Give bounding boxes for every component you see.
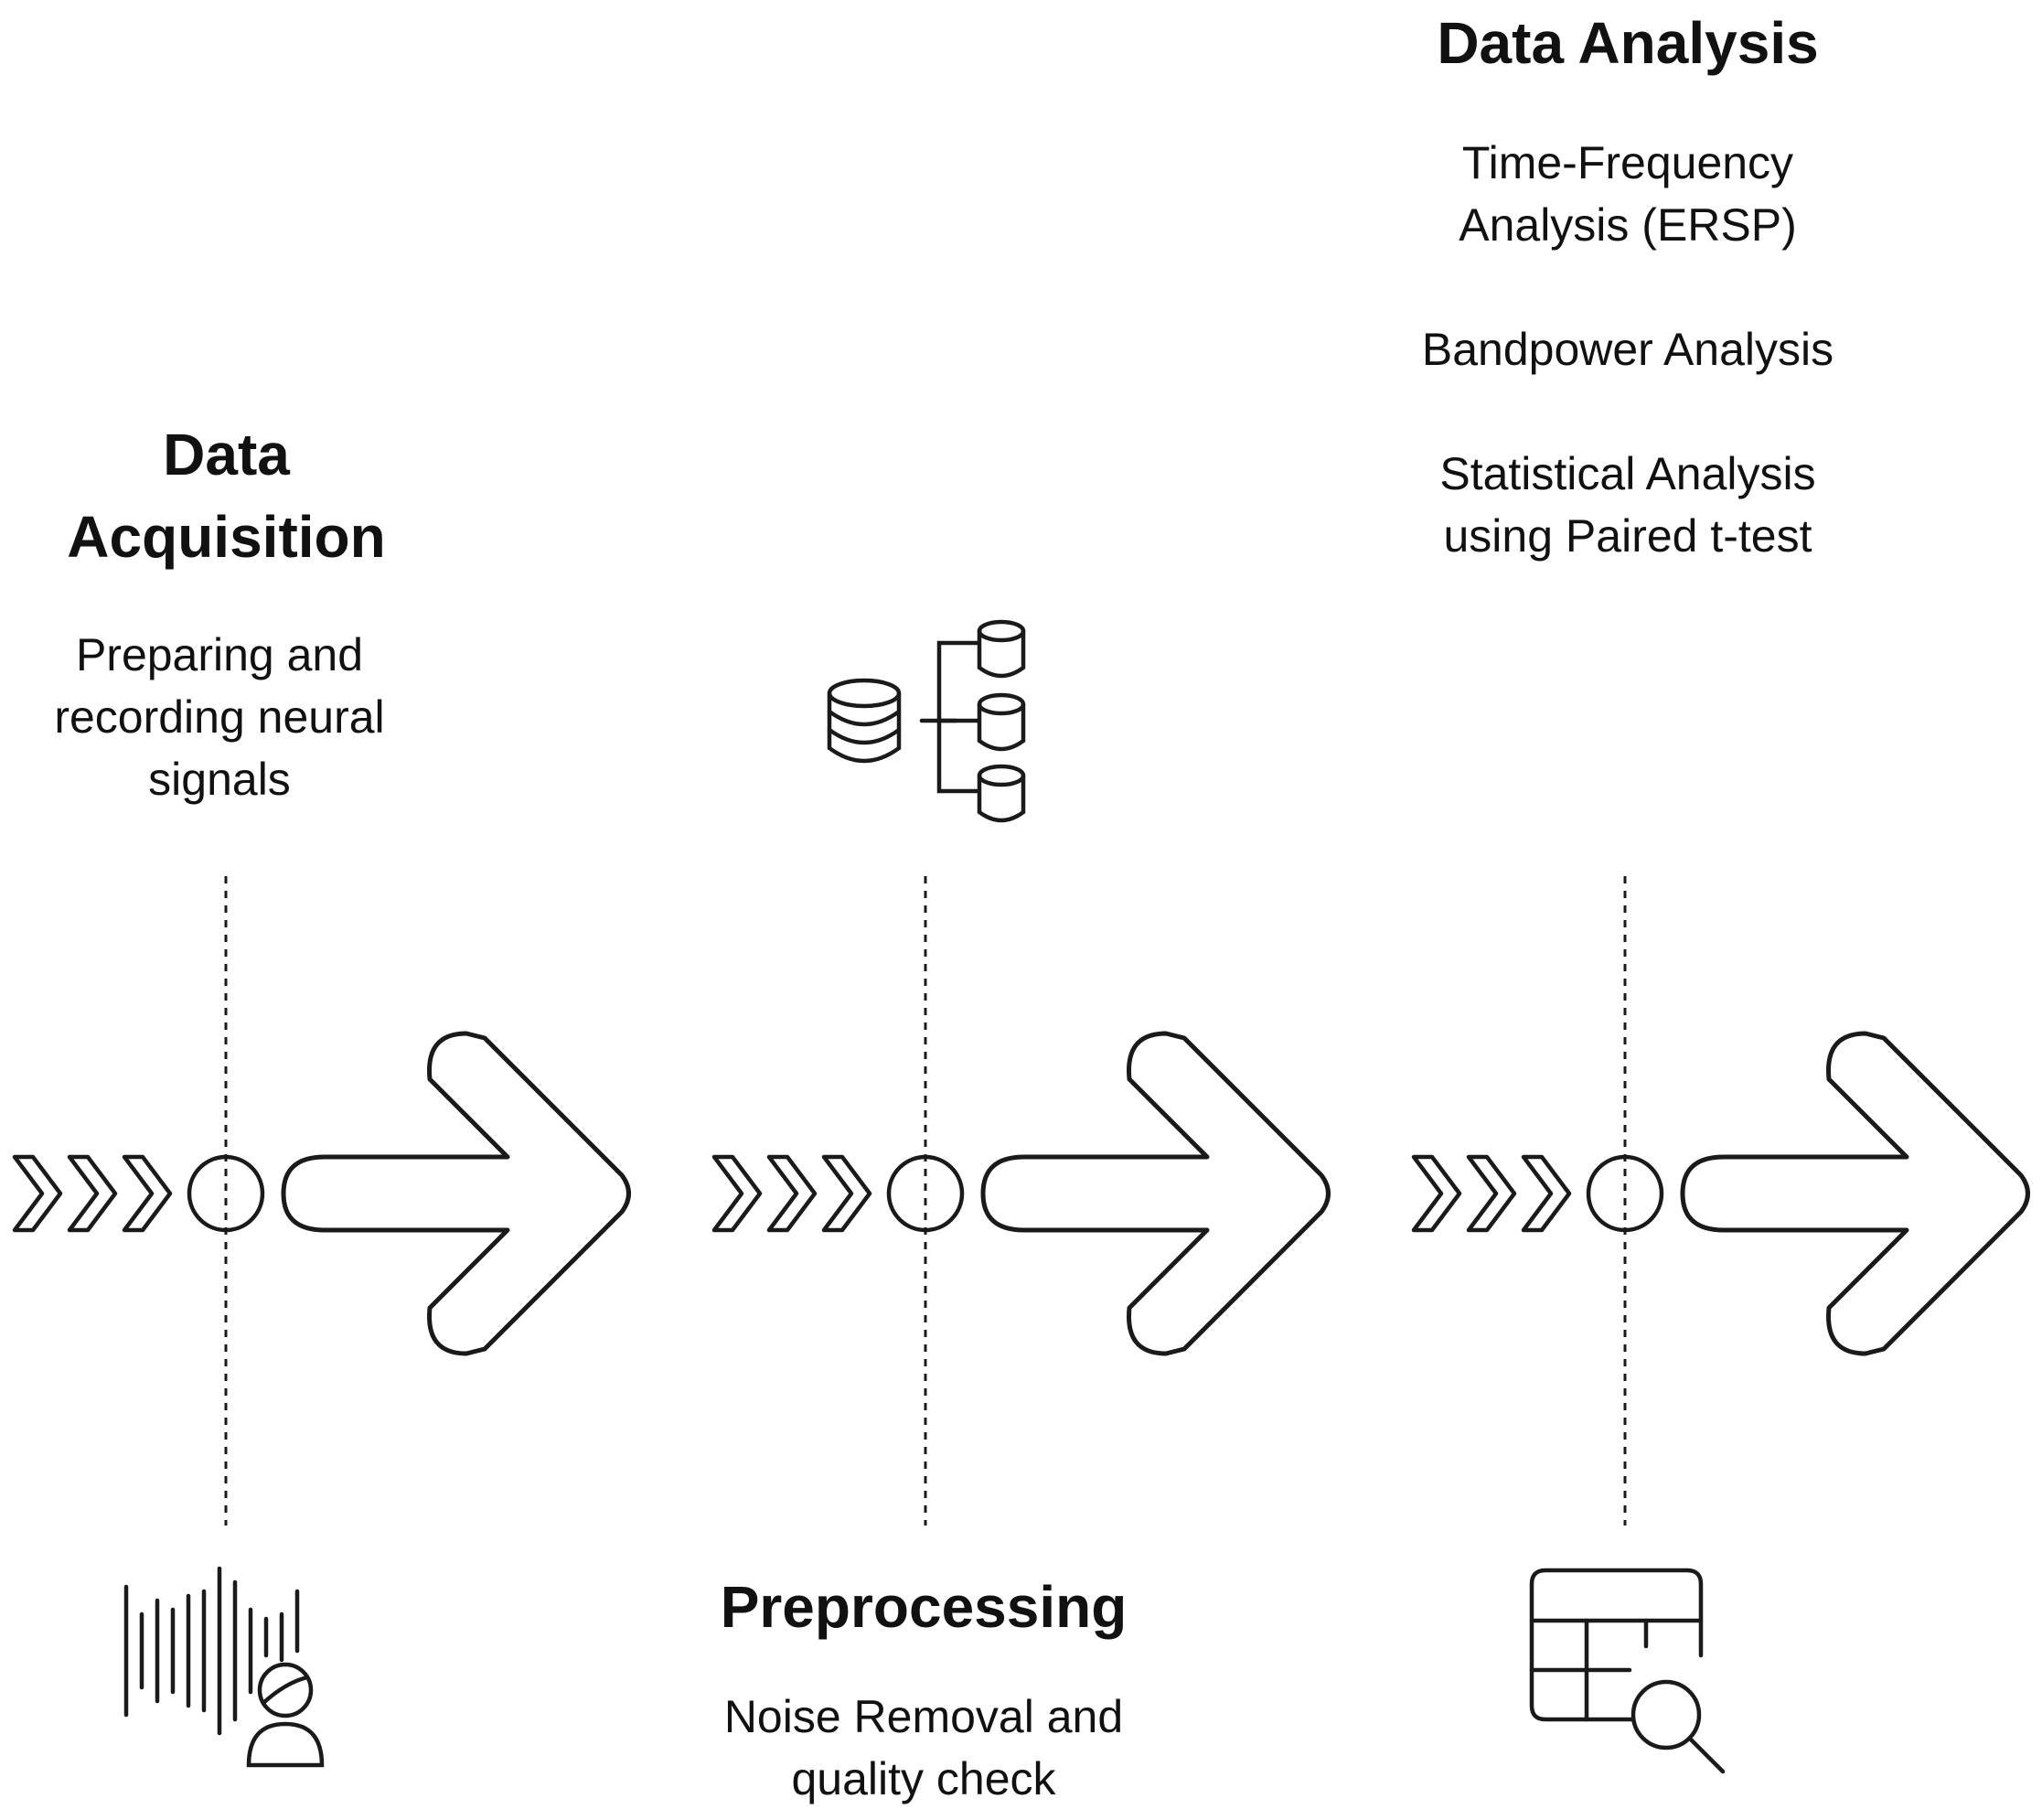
stage-analysis-description-line-1: Time-Frequency bbox=[1461, 137, 1794, 188]
stage-analysis-title: Data Analysis bbox=[1335, 2, 1920, 84]
database-split-icon bbox=[827, 619, 1026, 823]
stage-analysis-description: Time-Frequency Analysis (ERSP) Bandpower… bbox=[1335, 132, 1920, 567]
stage-acquisition-description-line-2: recording neural bbox=[54, 691, 385, 743]
stage-preprocessing-description-line-1: Noise Removal and bbox=[723, 1691, 1124, 1742]
stage-2-arrow-group bbox=[714, 876, 1329, 1526]
stage-analysis-description-gap-1 bbox=[1335, 256, 1920, 318]
stage-analysis-description-line-3: Bandpower Analysis bbox=[1421, 324, 1834, 375]
stage-acquisition-title: Data Acquisition bbox=[18, 413, 434, 578]
table-search-icon bbox=[1529, 1568, 1726, 1774]
stage-preprocessing-description: Noise Removal and quality check bbox=[631, 1686, 1216, 1810]
stage-analysis-description-line-2: Analysis (ERSP) bbox=[1459, 199, 1797, 251]
stage-acquisition-description-line-1: Preparing and bbox=[75, 629, 364, 680]
stage-3-arrow-group bbox=[1414, 876, 2028, 1526]
stage-acquisition-title-line-1: Data bbox=[163, 422, 290, 487]
stage-analysis-description-gap-2 bbox=[1335, 380, 1920, 443]
stage-acquisition-description-line-3: signals bbox=[148, 754, 291, 805]
stage-1-arrow-group bbox=[15, 876, 629, 1526]
neural-signal-person-icon bbox=[123, 1566, 325, 1768]
stage-analysis-description-line-4: Statistical Analysis bbox=[1439, 448, 1816, 499]
stage-preprocessing-title-line-1: Preprocessing bbox=[720, 1574, 1128, 1640]
stage-acquisition-title-line-2: Acquisition bbox=[67, 504, 386, 570]
stage-preprocessing-description-line-2: quality check bbox=[791, 1753, 1056, 1804]
stage-analysis-title-line-1: Data Analysis bbox=[1437, 10, 1819, 76]
stage-acquisition-description: Preparing and recording neural signals bbox=[9, 624, 430, 810]
stage-analysis-description-line-5: using Paired t-test bbox=[1443, 510, 1812, 562]
stage-preprocessing-title: Preprocessing bbox=[631, 1566, 1216, 1648]
